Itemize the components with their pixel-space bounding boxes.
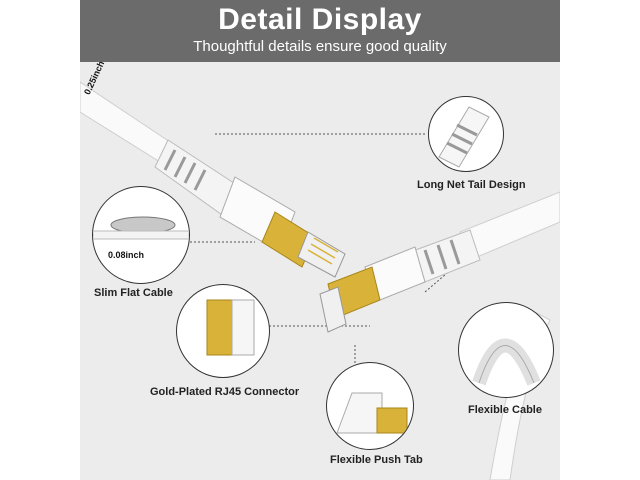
detail-circle-slim-flat — [92, 186, 190, 284]
lower-plug-tip — [319, 286, 347, 333]
upper-cable — [80, 81, 171, 163]
header-banner: Detail Display Thoughtful details ensure… — [80, 0, 560, 62]
label-gold-plated: Gold-Plated RJ45 Connector — [150, 386, 300, 398]
upper-plug-tip — [297, 231, 346, 278]
page-title: Detail Display — [218, 3, 422, 36]
upper-pins — [307, 237, 339, 265]
product-illustration: Long Net Tail Design 0.08inch Slim Flat … — [80, 62, 560, 480]
net-tail-icon — [438, 106, 490, 168]
rj45-icon — [206, 299, 255, 356]
flex-cable-icon — [472, 338, 541, 386]
thickness-dimension: 0.08inch — [108, 250, 145, 260]
label-slim-flat: Slim Flat Cable — [94, 287, 173, 299]
label-push-tab: Flexible Push Tab — [330, 454, 423, 466]
push-tab-icon — [336, 392, 408, 434]
upper-boot-ridges — [163, 149, 207, 191]
detail-circle-flexible — [458, 302, 554, 398]
coin-icon — [93, 216, 189, 240]
label-flexible-cable: Flexible Cable — [468, 404, 542, 416]
detail-circle-push-tab — [326, 362, 414, 450]
leader-lines — [190, 133, 461, 372]
label-long-net-tail: Long Net Tail Design — [417, 179, 526, 191]
detail-circle-gold-plated — [176, 284, 270, 378]
detail-circle-net-tail — [428, 96, 504, 172]
cable-graphic — [80, 81, 560, 480]
lower-boot-ridges — [423, 239, 461, 275]
page-subtitle: Thoughtful details ensure good quality — [193, 38, 447, 55]
